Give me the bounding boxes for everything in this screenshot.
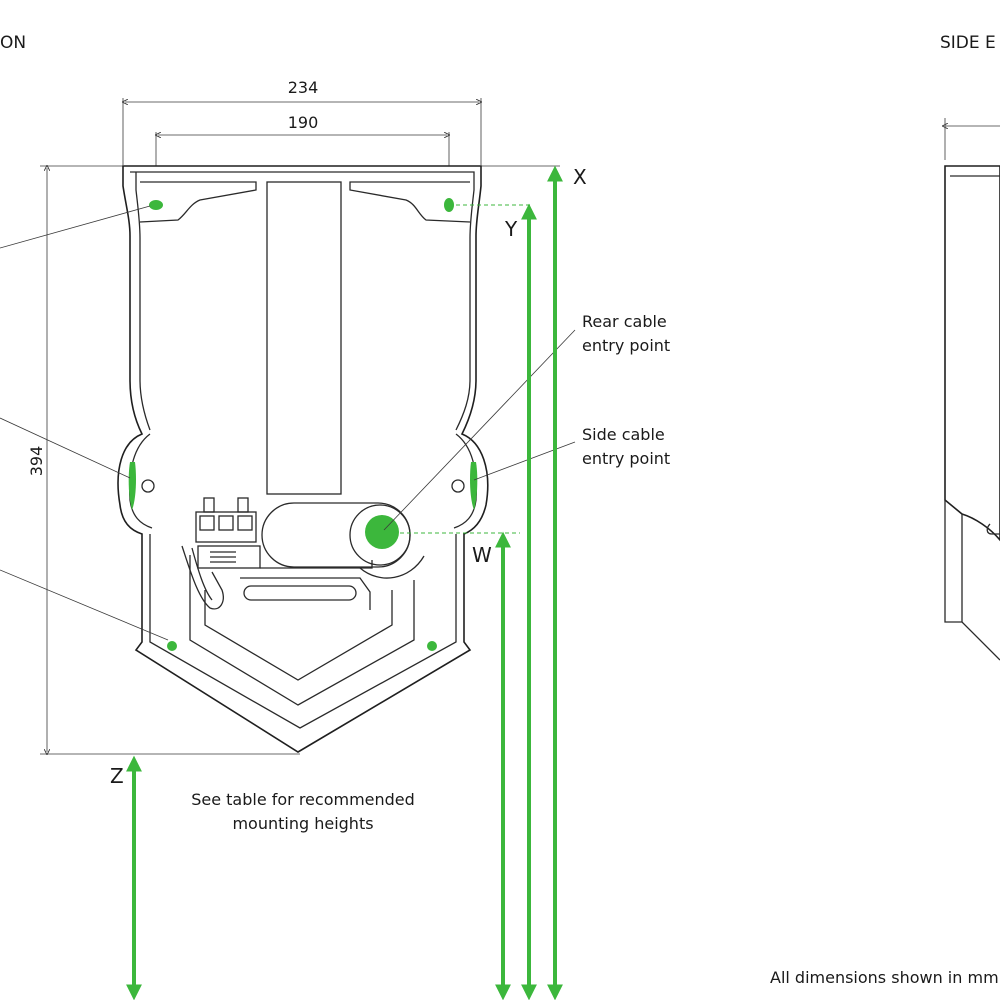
top-left-fixing-hole (149, 200, 163, 210)
mounting-note-line1: See table for recommended (191, 790, 415, 809)
terminal-block (181, 497, 373, 610)
top-right-fixing-hole (444, 198, 454, 212)
height-label-w: W (472, 543, 492, 567)
side-cable-label-line2: entry point (582, 449, 670, 468)
bottom-right-fixing-hole (427, 641, 437, 651)
unit-side-outline (945, 118, 1000, 661)
dimensions-footnote: All dimensions shown in mm (770, 968, 999, 987)
outer-width-label: 234 (288, 78, 319, 97)
height-label-z: Z (110, 764, 124, 788)
right-side-cable-entry (470, 462, 478, 510)
side-elevation-heading: SIDE E (940, 33, 996, 53)
leader-top-hole (0, 205, 151, 249)
leader-rear-cable (383, 329, 576, 531)
side-cable-label-line1: Side cable (582, 425, 665, 444)
leader-bottom-hole (0, 569, 169, 641)
height-label: 394 (27, 446, 46, 477)
hole-spacing-label: 190 (288, 113, 319, 132)
leader-side-entry-left (0, 417, 131, 479)
height-dimension: 394 (27, 166, 300, 754)
height-label-x: X (573, 165, 587, 189)
left-side-cable-entry (128, 462, 136, 510)
front-elevation-heading: ON (0, 33, 26, 53)
rear-cable-label-line2: entry point (582, 336, 670, 355)
unit-front-outline (117, 165, 489, 753)
mounting-note-line2: mounting heights (232, 814, 373, 833)
rear-cable-label-line1: Rear cable (582, 312, 667, 331)
outer-width-dimension: 234 (123, 78, 481, 165)
leader-side-cable (473, 441, 576, 481)
bottom-left-fixing-hole (167, 641, 177, 651)
height-label-y: Y (504, 217, 518, 241)
